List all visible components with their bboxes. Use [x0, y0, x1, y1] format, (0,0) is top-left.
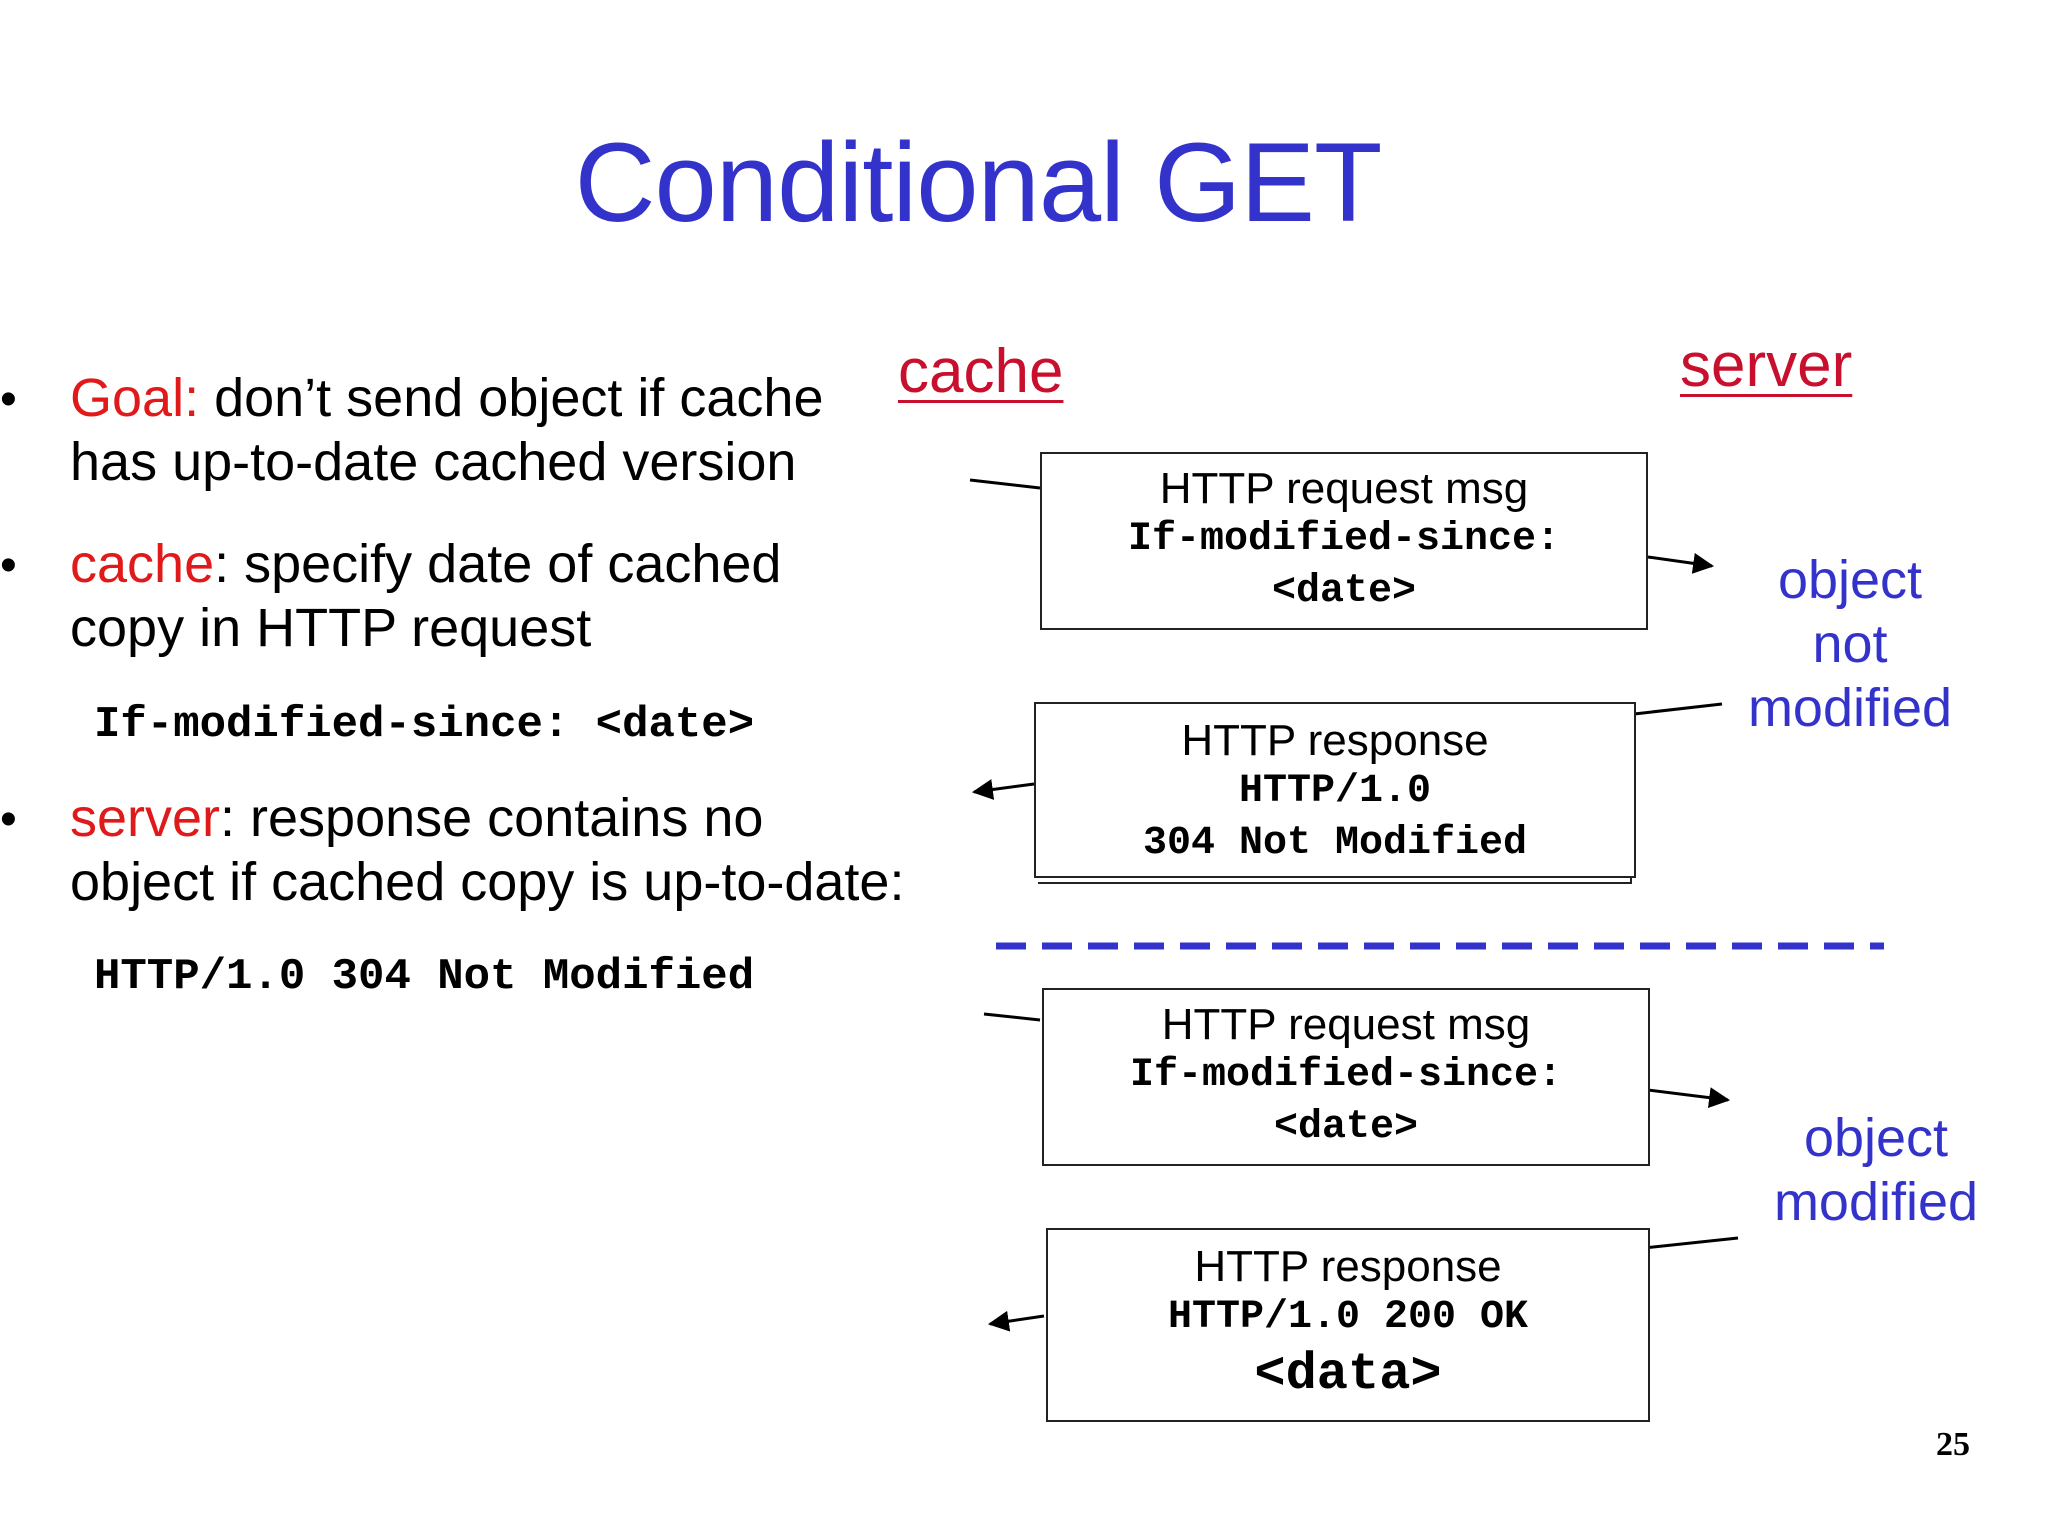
bullet-3-line1: : response contains no: [220, 788, 764, 848]
state-2-line2: modified: [1773, 1172, 1979, 1232]
slide-title: Conditional GET: [574, 120, 1383, 245]
response-1-arrow-in: [1633, 702, 1723, 716]
response-box-1: HTTP response HTTP/1.0 304 Not Modified: [1034, 702, 1636, 878]
response-2-data: <data>: [1254, 1345, 1442, 1404]
server-label: server: [1680, 331, 1853, 400]
response-box-2: HTTP response HTTP/1.0 200 OK <data>: [1046, 1228, 1650, 1422]
cache-label: cache: [898, 337, 1064, 406]
bullet-1-marker: •: [0, 373, 17, 426]
request-1-date: <date>: [1271, 569, 1417, 614]
request-2-date: <date>: [1273, 1105, 1419, 1150]
bullet-2: cache: specify date of cached copy in HT…: [70, 532, 781, 660]
bullet-1-line1: don’t send object if cache: [199, 368, 824, 428]
response-2-title: HTTP response: [1194, 1242, 1502, 1291]
bullet-2-line2: copy in HTTP request: [70, 598, 592, 658]
request-box-2: HTTP request msg If-modified-since: <dat…: [1042, 988, 1650, 1166]
bullet-2-keyword: cache: [70, 534, 215, 594]
request-1-arrow-in: [969, 478, 1041, 490]
bullet-3: server: response contains no object if c…: [70, 786, 904, 914]
request-box-1: HTTP request msg If-modified-since: <dat…: [1040, 452, 1648, 630]
bullet-2-line1: : specify date of cached: [214, 534, 782, 594]
bullet-1-keyword: Goal:: [70, 368, 200, 428]
bullet-3-code: HTTP/1.0 304 Not Modified: [94, 952, 755, 1002]
bullet-2-marker: •: [0, 539, 17, 592]
request-1-title: HTTP request msg: [1159, 464, 1529, 513]
state-not-modified: object not modified: [1740, 548, 1960, 740]
page-number: 25: [1936, 1426, 1970, 1463]
state-1-line3: modified: [1747, 678, 1953, 738]
state-1-line1: object: [1777, 550, 1923, 610]
bullet-3-line2: object if cached copy is up-to-date:: [70, 852, 905, 912]
response-1-status: 304 Not Modified: [1142, 821, 1528, 866]
request-2-arrow-out: [1647, 1087, 1731, 1109]
response-2-arrow-in: [1643, 1236, 1739, 1250]
bullet-3-keyword: server: [70, 788, 221, 848]
response-1-version: HTTP/1.0: [1238, 769, 1432, 814]
state-1-line2: not: [1812, 614, 1888, 674]
request-2-header: If-modified-since:: [1129, 1053, 1563, 1098]
request-1-arrow-out: [1647, 552, 1715, 574]
bullet-3-marker: •: [0, 793, 17, 846]
bullet-1-line2: has up-to-date cached version: [70, 432, 797, 492]
response-2-status: HTTP/1.0 200 OK: [1167, 1295, 1529, 1340]
response-1-title: HTTP response: [1181, 716, 1489, 765]
bullet-1: Goal: don’t send object if cache has up-…: [70, 366, 823, 494]
request-2-title: HTTP request msg: [1161, 1000, 1531, 1049]
response-1-arrow-out: [971, 779, 1035, 800]
request-2-arrow-in: [983, 1012, 1041, 1022]
state-2-line1: object: [1803, 1108, 1949, 1168]
bullet-2-code: If-modified-since: <date>: [94, 700, 755, 750]
state-modified: object modified: [1756, 1106, 1996, 1234]
request-1-header: If-modified-since:: [1127, 517, 1561, 562]
response-2-arrow-out: [987, 1310, 1045, 1332]
